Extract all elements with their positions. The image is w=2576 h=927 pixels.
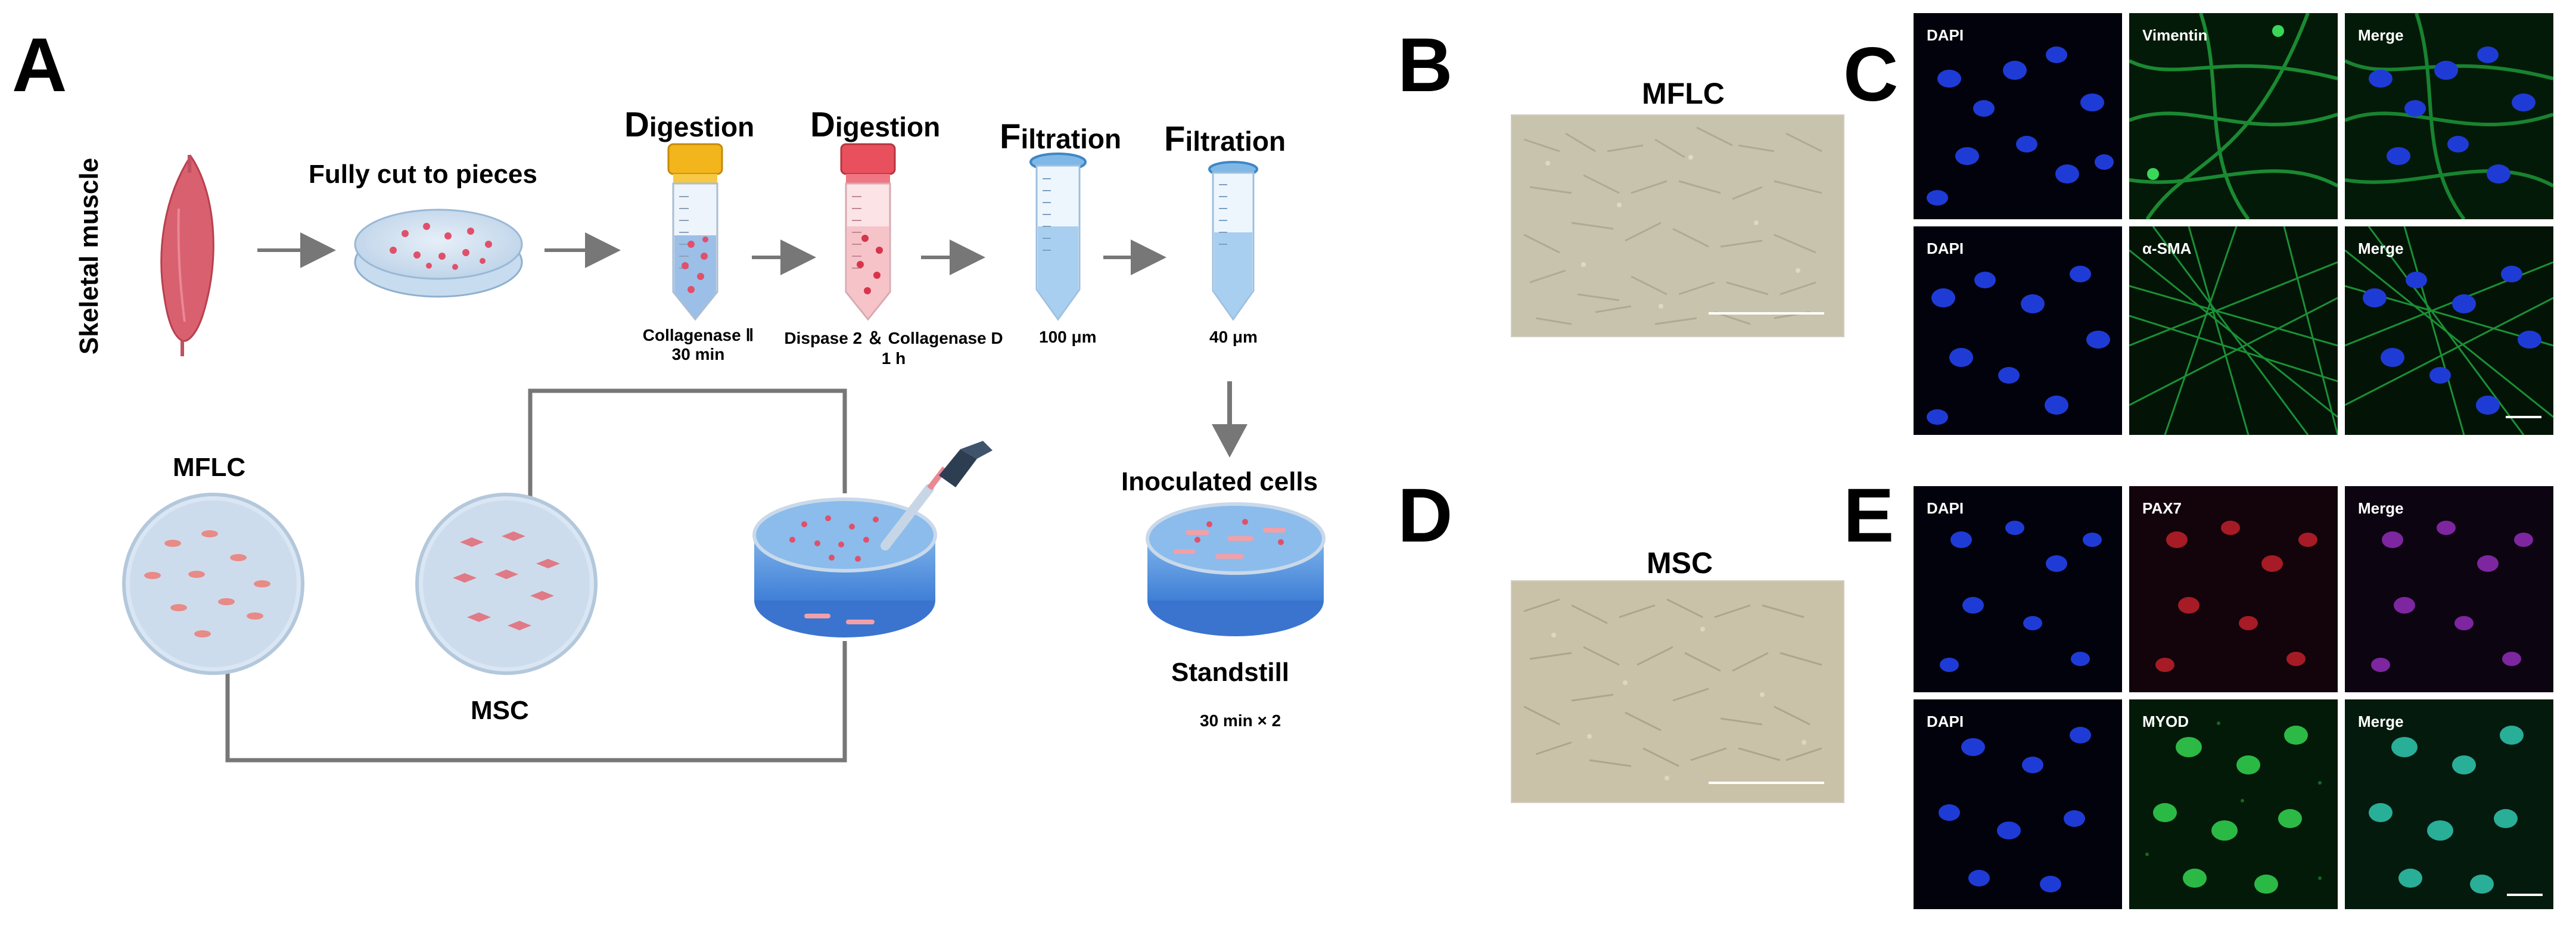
label-digestion-1: Digestion (624, 105, 755, 144)
e-label-myod: MYOD (2142, 713, 2189, 730)
tube-collagenase-icon (667, 143, 723, 321)
e-label-merge-1: Merge (2358, 499, 2404, 517)
label-digestion-2: Digestion (810, 105, 941, 144)
petri-dish-pieces-icon (354, 209, 523, 298)
tube-filter-100-icon (1029, 153, 1087, 321)
c-label-asma: α-SMA (2142, 239, 2192, 257)
c-label-vimentin: Vimentin (2142, 26, 2208, 44)
muscle-icon (160, 154, 214, 356)
e-myod: MYOD (2129, 699, 2338, 909)
label-mflc: MFLC (173, 453, 246, 482)
label-inoculated-cells: Inoculated cells (1121, 467, 1318, 496)
c-label-dapi-2: DAPI (1927, 239, 1964, 257)
e-label-pax7: PAX7 (2142, 499, 2182, 517)
pipette-dish-icon (752, 497, 937, 637)
mflc-dish-icon (122, 493, 304, 675)
panel-letter-b: B (1398, 23, 1453, 108)
tube-dispase-icon (840, 143, 896, 321)
pipette-icon (881, 441, 993, 550)
label-skeletal-muscle: Skeletal muscle (74, 157, 104, 355)
e-dapi-1: DAPI (1914, 486, 2122, 692)
label-100um: 100 μm (1039, 328, 1097, 346)
panel-letter-a: A (12, 23, 67, 108)
e-pax7: PAX7 (2129, 486, 2338, 692)
c-label-dapi-1: DAPI (1927, 26, 1964, 44)
panel-letter-c: C (1843, 32, 1899, 117)
loop-line-top (528, 388, 847, 510)
panel-b-title: MFLC (1642, 77, 1725, 110)
panel-d-title: MSC (1647, 546, 1713, 580)
c-asma: α-SMA (2129, 226, 2338, 435)
label-filtration-2: Filtration (1164, 120, 1286, 158)
label-standstill: Standstill (1171, 658, 1290, 687)
msc-brightfield-image (1511, 580, 1844, 803)
panel-letter-e: E (1843, 473, 1894, 558)
c-merge-1: Merge (2345, 13, 2553, 219)
arrow-down (1212, 424, 1247, 458)
msc-dish-icon (415, 493, 598, 675)
tube-filter-40-icon (1208, 161, 1258, 321)
c-dapi-1: DAPI (1914, 13, 2122, 219)
panel-a-diagram (122, 143, 1326, 763)
c-dapi-2: DAPI (1914, 226, 2122, 435)
e-label-merge-2: Merge (2358, 713, 2404, 730)
label-filtration-1: Filtration (1000, 117, 1122, 156)
c-merge-2: Merge (2345, 226, 2553, 435)
label-standstill-time: 30 min × 2 (1200, 711, 1281, 730)
c-label-merge-1: Merge (2358, 26, 2404, 44)
inoculated-dish-icon (1146, 502, 1326, 636)
c-label-merge-2: Merge (2358, 239, 2404, 257)
label-40um: 40 μm (1209, 328, 1258, 346)
e-label-dapi-2: DAPI (1927, 713, 1964, 730)
e-merge-1: Merge (2345, 486, 2553, 692)
label-fully-cut: Fully cut to pieces (309, 160, 537, 189)
loop-line-bottom (225, 641, 847, 763)
e-label-dapi-1: DAPI (1927, 499, 1964, 517)
e-merge-2: Merge (2345, 699, 2553, 909)
e-dapi-2: DAPI (1914, 699, 2122, 909)
mflc-brightfield-image (1511, 114, 1844, 337)
c-vimentin: Vimentin (2129, 13, 2338, 219)
panel-letter-d: D (1398, 473, 1453, 558)
label-msc: MSC (471, 696, 529, 725)
